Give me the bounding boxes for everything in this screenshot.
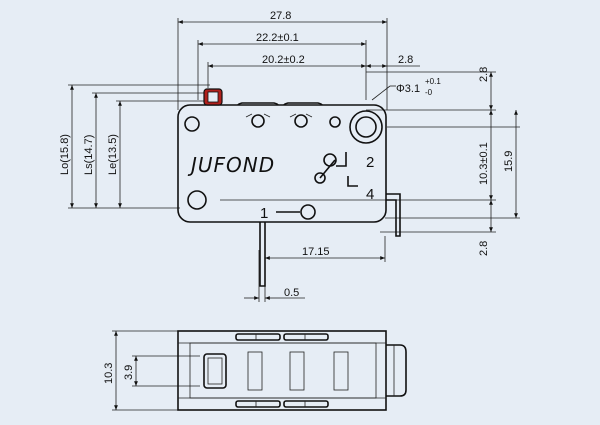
mounting-hole-right bbox=[349, 110, 383, 144]
dim-plunger-offset: 20.2±0.2 bbox=[262, 54, 305, 66]
dim-hole-diameter: Φ3.1 +0.1 -0 bbox=[396, 77, 441, 97]
dim-center-offset: 3.9 bbox=[123, 365, 135, 380]
terminal-label-common: 1 bbox=[260, 205, 268, 222]
mounting-hole-bottom-left bbox=[187, 190, 207, 210]
dim-lo: Lo(15.8) bbox=[59, 134, 71, 175]
dimension-lines bbox=[70, 20, 518, 300]
brand-label: JUFOND bbox=[187, 153, 275, 177]
terminal-label-nc: 2 bbox=[366, 154, 374, 171]
switch-body bbox=[177, 88, 401, 287]
dim-overall-width: 27.8 bbox=[270, 10, 291, 22]
svg-text:Φ3.1: Φ3.1 bbox=[396, 83, 420, 95]
dim-hole-vertical: 10.3±0.1 bbox=[478, 142, 490, 185]
bottom-view: 10.3 3.9 bbox=[103, 330, 407, 411]
dim-terminal-spacing: 17.15 bbox=[302, 246, 330, 258]
terminal-label-no: 4 bbox=[366, 186, 374, 203]
dim-terminal-thickness: 0.5 bbox=[284, 287, 299, 299]
dim-height: 15.9 bbox=[503, 151, 515, 172]
dim-hole-spacing: 22.2±0.1 bbox=[256, 32, 299, 44]
dim-hole-edge: 2.8 bbox=[398, 54, 413, 66]
dim-bottom-edge: 2.8 bbox=[478, 241, 490, 256]
dim-top-edge: 2.8 bbox=[478, 67, 490, 82]
dim-body-thickness: 10.3 bbox=[103, 363, 115, 384]
svg-text:-0: -0 bbox=[425, 88, 433, 97]
front-view: JUFOND 1 2 4 27.8 22.2±0.1 20.2±0.2 2.8 … bbox=[59, 10, 520, 302]
dim-ls: Ls(14.7) bbox=[83, 135, 95, 175]
mounting-hole-top-left bbox=[184, 116, 200, 132]
svg-text:+0.1: +0.1 bbox=[425, 77, 441, 86]
dim-le: Le(13.5) bbox=[107, 134, 119, 175]
